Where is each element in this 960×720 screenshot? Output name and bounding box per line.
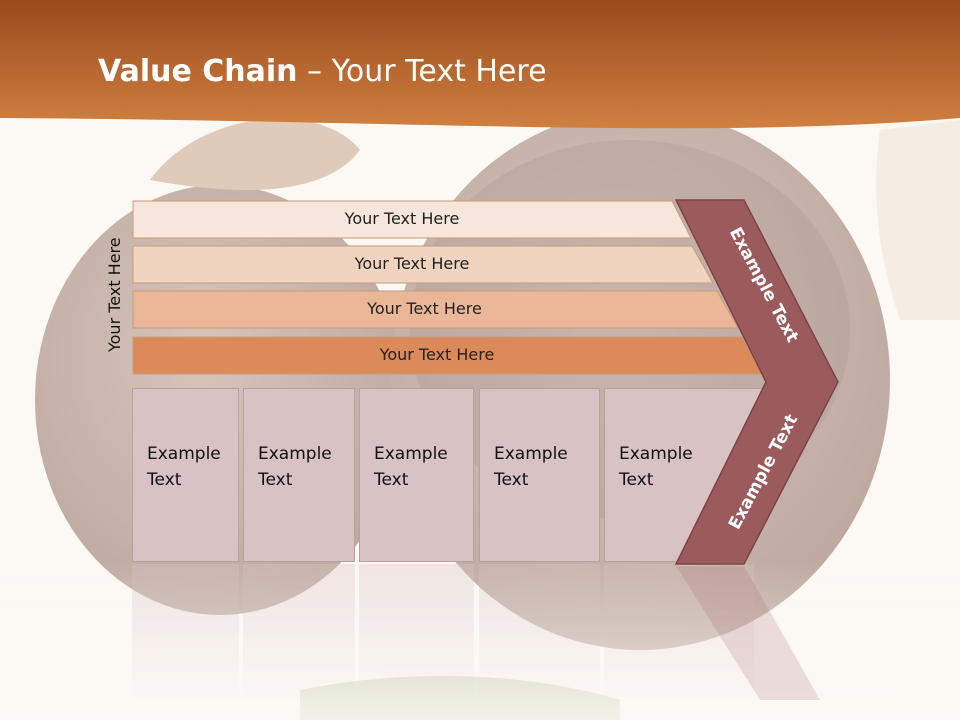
box-line-1: Example: [147, 444, 221, 464]
box-line-2: Text: [494, 470, 529, 490]
box-line-2: Text: [147, 470, 182, 490]
bar-label: Your Text Here: [379, 345, 495, 364]
support-bar: Your Text Here: [132, 245, 714, 284]
chevron-shape: [674, 199, 839, 565]
bar-shape: [132, 290, 739, 329]
title-bold: Value Chain: [98, 54, 298, 89]
title-rest: – Your Text Here: [297, 54, 547, 89]
box-line-1: Example: [619, 444, 693, 464]
box-line-2: Text: [258, 470, 293, 490]
header-band: [0, 0, 960, 129]
slide-title: Value Chain – Your Text Here: [98, 54, 547, 89]
box-line-1: Example: [374, 444, 448, 464]
bar-label: Your Text Here: [354, 254, 470, 273]
bar-label: Your Text Here: [367, 299, 482, 318]
chevron-reflection: [676, 566, 820, 700]
support-bar: Your Text Here: [132, 336, 764, 375]
box-line-2: Text: [619, 470, 654, 490]
bar-shape: [132, 245, 714, 284]
bar-label: Your Text Here: [344, 209, 460, 228]
support-bar: Your Text Here: [132, 290, 739, 329]
support-bar: Your Text Here: [132, 200, 692, 239]
bar-shape: [132, 200, 692, 239]
box-line-2: Text: [374, 470, 409, 490]
box-line-1: Example: [258, 444, 332, 464]
box-line-1: Example: [494, 444, 568, 464]
